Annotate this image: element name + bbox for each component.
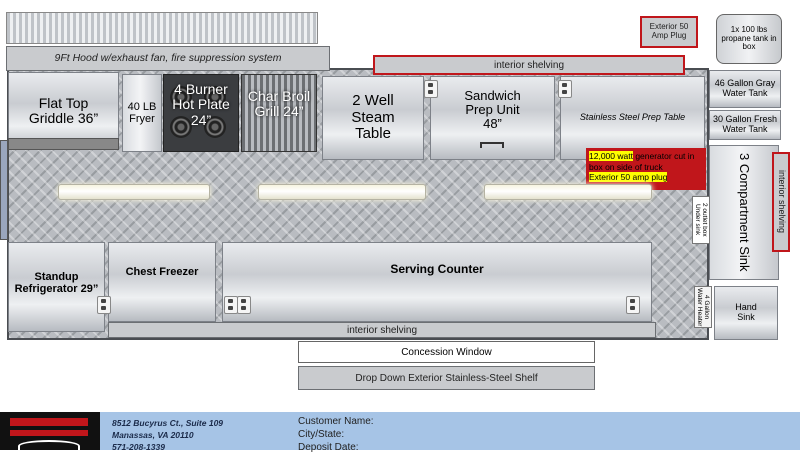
three-comp-sink-label: 3 Compartment Sink [737,153,753,272]
outlet-icon [224,296,238,314]
interior-shelving-bottom: interior shelving [108,322,656,338]
stainless-prep-table: Stainless Steel Prep Table [560,76,705,160]
char-broil-body [241,74,317,152]
deposit-date-label: Deposit Date: [298,442,359,453]
generator-watt: 12,000 watt [589,151,633,161]
propane-tank: 1x 100 lbs propane tank in box [716,14,782,64]
burner-icon [170,116,192,138]
hot-plate-label: 4 Burner Hot Plate 24” [172,80,230,128]
truck-left-edge [0,140,8,240]
serving-counter: Serving Counter [222,242,652,322]
customer-name-label: Customer Name: [298,416,374,427]
footer-bar [0,412,800,450]
ceiling-light [484,184,652,200]
hand-sink: Hand Sink [714,286,778,340]
fryer: 40 LB Fryer [122,74,162,152]
outlet-icon [558,80,572,98]
fresh-water-tank: 30 Gallon Fresh Water Tank [709,110,781,140]
exterior-plug-top: Exterior 50 Amp Plug [640,16,698,48]
city-state-label: City/State: [298,429,345,440]
outlet-icon [97,296,111,314]
ceiling-light [258,184,426,200]
burner-icon [204,116,226,138]
generator-text: generator cut in box on side of truck [589,151,695,172]
ceiling-light [58,184,210,200]
outlet-icon [626,296,640,314]
steam-table: 2 Well Steam Table [322,76,424,160]
outlet-icon [237,296,251,314]
burner-icon [204,86,226,108]
generator-plug: Exterior 50 amp plug [589,172,668,183]
generator-note: 12,000 watt generator cut in box on side… [586,148,706,190]
gray-water-tank: 46 Gallon Gray Water Tank [709,70,781,108]
phone: 571-208-1339 [112,442,165,452]
hood-label: 9Ft Hood w/exhaust fan, fire suppression… [6,46,330,71]
char-broil-label: Char Broil Grill 24” [247,87,311,119]
interior-shelving-right: interior shelving [772,152,790,252]
interior-shelving-top: interior shelving [373,55,685,75]
concession-window: Concession Window [298,341,595,363]
sandwich-prep-unit: Sandwich Prep Unit 48” [430,76,555,160]
outlet-box-under-sink: 2 outlet box Under sink [692,196,710,244]
burner-icon [170,86,192,108]
outlet-icon [424,80,438,98]
water-heater: 4 Gallon Water Heater [694,286,712,328]
griddle-knob-strip [8,138,119,150]
company-logo [0,412,100,452]
address-line-2: Manassas, VA 20110 [112,430,194,440]
drop-down-shelf: Drop Down Exterior Stainless-Steel Shelf [298,366,595,390]
standup-refrigerator: Standup Refrigerator 29” [8,242,105,332]
prep-handle [480,142,504,148]
chest-freezer: Chest Freezer [108,242,216,322]
hood-vent-grille [6,12,318,44]
address-line-1: 8512 Bucyrus Ct., Suite 109 [112,418,224,428]
